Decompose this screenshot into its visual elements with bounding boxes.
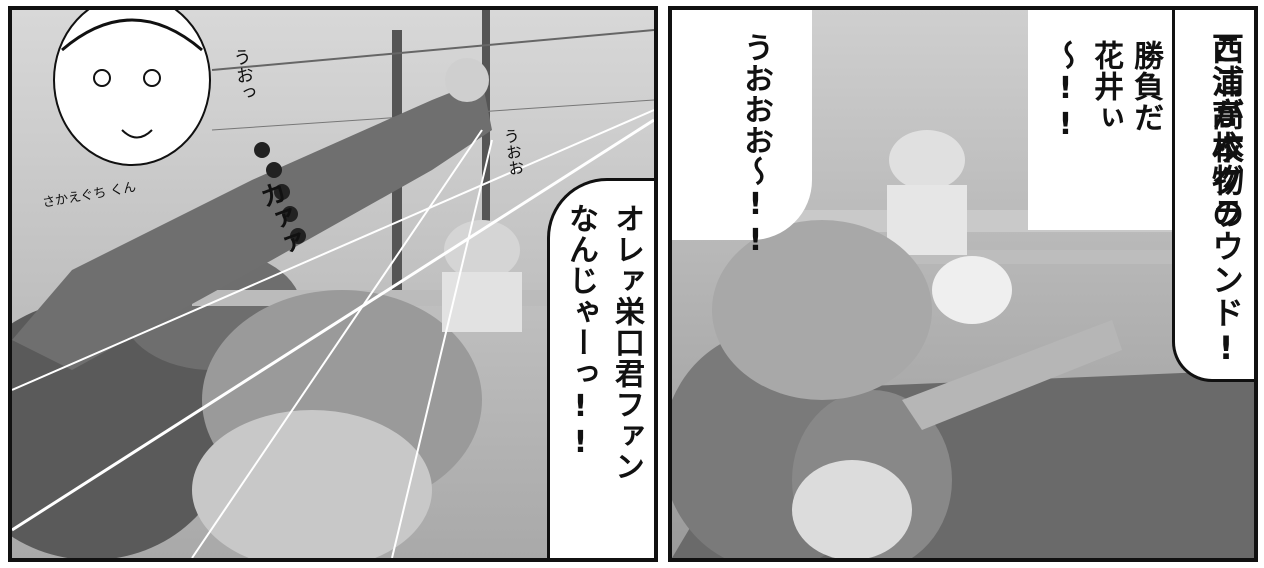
speech-bubble-right-left: うおおお〜!! <box>672 10 812 259</box>
speech-line-shoubu: 勝負だ <box>1128 40 1163 133</box>
speech-bubble-right-main: ここが本物の 西浦高校グラウンド! <box>1172 10 1254 382</box>
speech-line-koko: ここが本物の <box>1207 32 1245 230</box>
speech-line-nishiura: 西浦高校グラウンド! <box>1207 32 1245 368</box>
right-panel: うおおお〜!! 勝負だ 花井ぃ 〜!! ここが本物の 西浦高校グラウンド! <box>668 6 1258 562</box>
speech-line-hanai: 花井ぃ <box>1088 40 1123 133</box>
speech-bubble-left: オレァ栄口君ファン なんじゃーっ!! <box>547 178 654 558</box>
speech-line-uooo: うおおお〜!! <box>738 32 773 259</box>
left-panel: うおっ うおお カァァ さかえぐち くん オレァ栄口君ファン なんじゃーっ!! <box>8 6 658 562</box>
speech-line-2: なんじゃーっ!! <box>563 203 598 461</box>
speech-line-exclaim: 〜!! <box>1048 40 1083 143</box>
speech-bubble-right-mid: 勝負だ 花井ぃ 〜!! <box>1028 10 1174 230</box>
speech-line-1: オレァ栄口君ファン <box>609 203 644 482</box>
